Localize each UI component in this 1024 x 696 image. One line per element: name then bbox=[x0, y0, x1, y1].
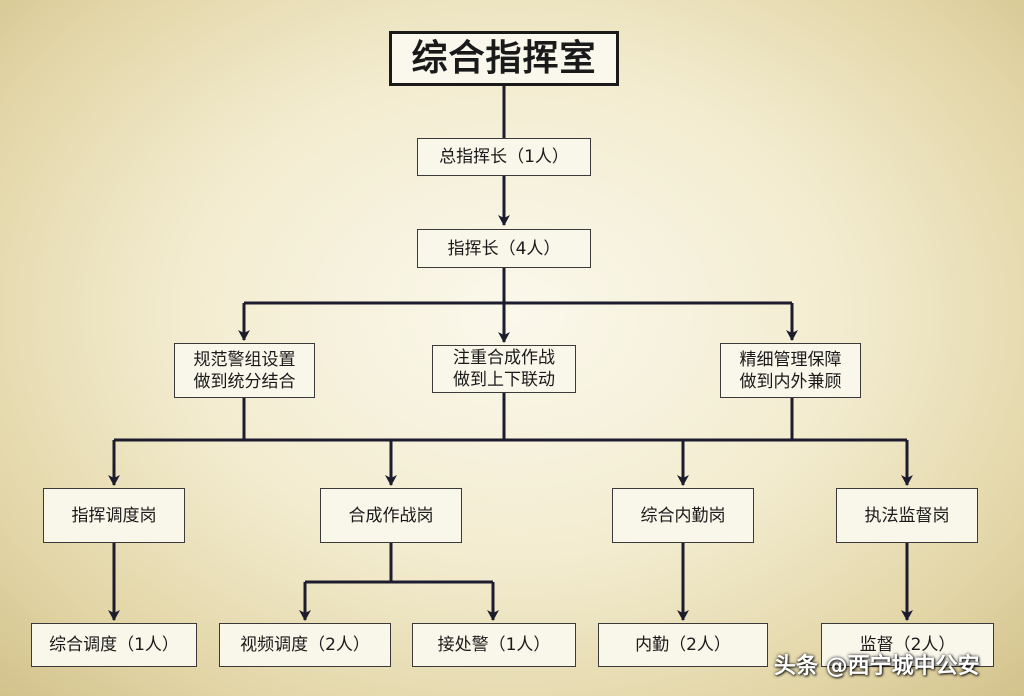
watermark-text: 头条 @西宁城中公安 bbox=[774, 654, 980, 679]
staff-5-label: 监督（2人） bbox=[859, 635, 956, 655]
staff-box-3: 接处警（1人） bbox=[412, 623, 576, 667]
staff-1-label: 综合调度（1人） bbox=[49, 635, 179, 655]
principle-box-1: 规范警组设置 做到统分结合 bbox=[174, 343, 315, 398]
post-4-label: 执法监督岗 bbox=[864, 505, 950, 526]
post-box-2: 合成作战岗 bbox=[320, 488, 462, 543]
staff-box-2: 视频调度（2人） bbox=[219, 623, 391, 667]
commander-box: 指挥长（4人） bbox=[417, 229, 591, 268]
post-box-3: 综合内勤岗 bbox=[612, 488, 754, 543]
commander-in-chief-box: 总指挥长（1人） bbox=[417, 138, 591, 176]
post-1-label: 指挥调度岗 bbox=[71, 505, 157, 526]
post-3-label: 综合内勤岗 bbox=[640, 505, 726, 526]
staff-box-4: 内勤（2人） bbox=[598, 623, 768, 667]
post-box-4: 执法监督岗 bbox=[836, 488, 978, 543]
principle-box-2: 注重合成作战 做到上下联动 bbox=[432, 345, 576, 393]
staff-box-5: 监督（2人） bbox=[821, 623, 994, 667]
principle-2-line-2: 做到上下联动 bbox=[453, 370, 555, 390]
staff-box-1: 综合调度（1人） bbox=[31, 623, 197, 667]
commander-label: 指挥长（4人） bbox=[447, 238, 561, 259]
principle-1-line-2: 做到统分结合 bbox=[193, 371, 296, 392]
watermark: 头条 @西宁城中公安 bbox=[764, 646, 994, 682]
staff-2-label: 视频调度（2人） bbox=[240, 635, 370, 655]
principle-1-line-1: 规范警组设置 bbox=[193, 349, 296, 370]
commander-in-chief-label: 总指挥长（1人） bbox=[439, 147, 569, 167]
staff-3-label: 接处警（1人） bbox=[437, 635, 551, 655]
post-2-label: 合成作战岗 bbox=[348, 505, 434, 526]
principle-3-line-1: 精细管理保障 bbox=[739, 349, 842, 370]
post-box-1: 指挥调度岗 bbox=[43, 488, 185, 543]
staff-4-label: 内勤（2人） bbox=[635, 635, 731, 655]
principle-3-line-2: 做到内外兼顾 bbox=[739, 371, 842, 392]
principle-2-line-1: 注重合成作战 bbox=[453, 348, 555, 368]
principle-box-3: 精细管理保障 做到内外兼顾 bbox=[720, 343, 861, 398]
org-title: 综合指挥室 bbox=[411, 37, 597, 79]
org-title-box: 综合指挥室 bbox=[389, 31, 619, 86]
